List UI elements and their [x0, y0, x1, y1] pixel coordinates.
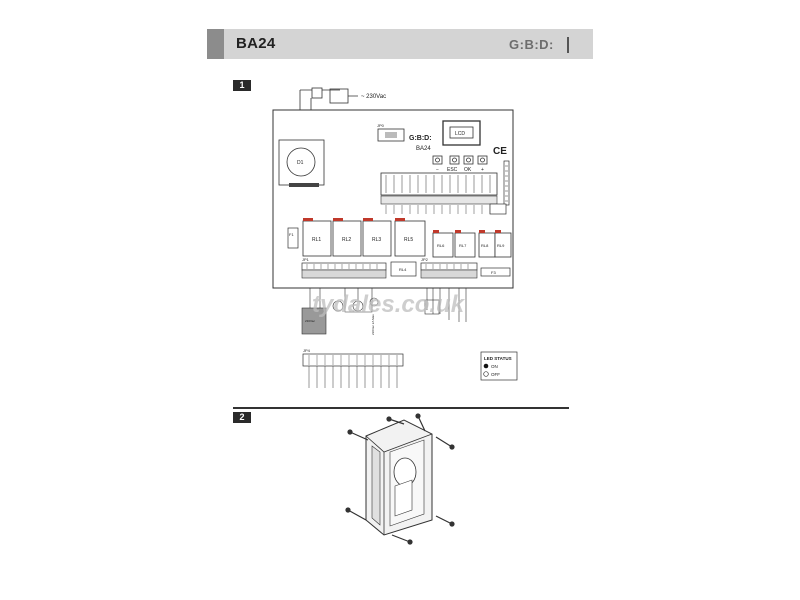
- fuse-f3: [480, 267, 511, 277]
- section-divider: [233, 407, 569, 409]
- jp2-terminal-block: [420, 262, 478, 279]
- board-brand: G:B:D:: [409, 135, 432, 142]
- motor-wiring: [309, 288, 379, 313]
- brand-logo: G:B:D:: [509, 37, 554, 52]
- header-divider: [567, 37, 569, 53]
- relay-rl3-label: RL3: [372, 237, 381, 243]
- supply-label: ~ 230Vac: [361, 94, 386, 100]
- jp2-wiring: [424, 288, 467, 322]
- relay-rl5-label: RL5: [404, 237, 413, 243]
- header-tab: [207, 29, 224, 59]
- led-status-legend: [480, 351, 518, 381]
- jp1-terminal-block: [301, 262, 387, 279]
- programming-buttons: [432, 155, 488, 165]
- enclosure-illustration: [365, 419, 433, 536]
- legend-on-label: ON: [491, 364, 498, 369]
- figure-2-badge: 2: [233, 412, 251, 423]
- jp4-terminal-block: [302, 353, 404, 388]
- page-header: BA24 G:B:D:: [207, 29, 593, 59]
- ce-mark: CE: [493, 146, 507, 157]
- button-ok-label: OK: [464, 167, 472, 173]
- fuse-f1-label: F1: [289, 232, 294, 237]
- relay-rl1-label: RL1: [312, 237, 321, 243]
- jp4-label: JP4: [303, 348, 311, 353]
- antenna-terminal: [489, 203, 507, 215]
- trimmer-label: D1: [297, 160, 304, 166]
- lcd-label: LCD: [455, 131, 465, 137]
- page-title: BA24: [236, 35, 276, 52]
- relay-rl7-label: RL7: [459, 243, 467, 248]
- relay-rl2-label: RL2: [342, 237, 351, 243]
- mounting-screws: [345, 413, 455, 545]
- button-minus-label: −: [436, 167, 439, 173]
- watermark: tydales.co.uk: [312, 291, 466, 318]
- jp5-connector: [503, 160, 510, 206]
- jp0-label: JP0: [377, 123, 385, 128]
- jp2-label: JP2: [421, 257, 429, 262]
- button-esc-label: ESC: [447, 167, 458, 173]
- fuse-f3-label: F3: [491, 270, 496, 275]
- button-plus-label: +: [481, 167, 484, 173]
- relay-rl4: [390, 261, 417, 277]
- relay-rl6-label: RL6: [437, 243, 445, 248]
- relay-red-markers: [303, 218, 501, 233]
- jp0-pins: [385, 132, 397, 138]
- fuse-f1: [287, 227, 299, 249]
- jp3-terminal-block: [380, 172, 498, 214]
- lcd-display: [442, 120, 481, 146]
- relay-rl9-label: RL9: [497, 243, 505, 248]
- figure-1-badge: 1: [233, 80, 251, 91]
- relay-group: [302, 220, 512, 258]
- trimmer-block: [278, 139, 325, 187]
- jp1-label: JP1: [302, 257, 310, 262]
- transformer-label: 230Vac: [305, 319, 315, 323]
- board-model: BA24: [416, 146, 431, 152]
- relay-rl8-label: RL8: [481, 243, 489, 248]
- legend-title: LED STATUS: [484, 356, 512, 361]
- motor-output-label: 230Vac 2A Max: [371, 314, 375, 335]
- legend-off-label: OFF: [491, 372, 500, 377]
- relay-rl4-label: RL4: [399, 267, 407, 272]
- transformer: [301, 307, 327, 335]
